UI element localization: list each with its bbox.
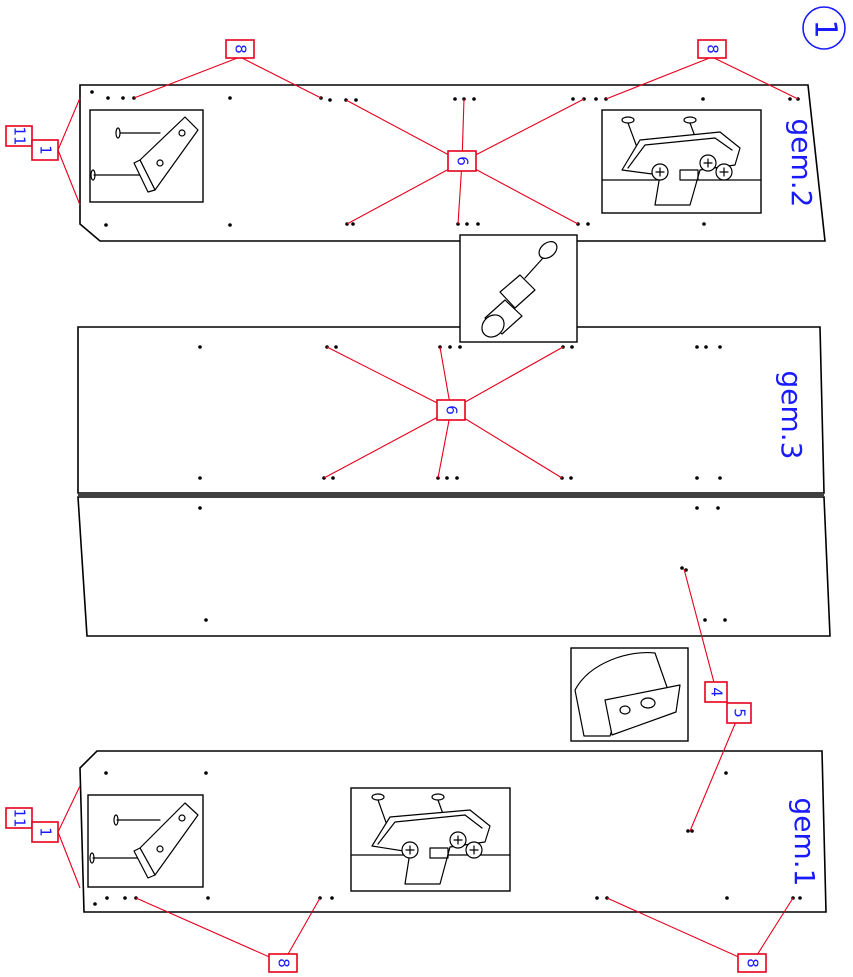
svg-text:11: 11 — [11, 126, 29, 145]
svg-text:11: 11 — [11, 808, 29, 827]
svg-text:6: 6 — [454, 156, 472, 166]
callout-part-8: 8 — [225, 39, 255, 59]
step-indicator: 1 — [802, 6, 846, 50]
svg-text:8: 8 — [704, 44, 722, 54]
callout-part-11: 11 — [5, 125, 33, 147]
callout-part-8: 8 — [697, 39, 727, 59]
callout-part-5: 5 — [726, 702, 752, 724]
step-number: 1 — [808, 19, 843, 38]
panel-label: gem.2 — [785, 119, 818, 208]
callout-part-1: 1 — [31, 139, 59, 161]
shelf-support-clip-icon — [601, 109, 762, 214]
nail-and-bracket-icon — [89, 109, 204, 203]
nail-and-bracket-icon — [87, 794, 204, 888]
corner-bracket-cup-icon — [570, 647, 689, 742]
panel-outline-lower — [77, 496, 831, 637]
svg-text:4: 4 — [708, 687, 726, 697]
panel-label: gem.3 — [775, 371, 808, 460]
shelf-support-clip-icon — [350, 787, 511, 892]
callout-part-6: 6 — [436, 399, 466, 421]
svg-text:6: 6 — [443, 405, 461, 415]
svg-text:5: 5 — [731, 708, 749, 718]
panel-label: gem.1 — [788, 798, 821, 887]
svg-text:1: 1 — [37, 145, 55, 155]
svg-text:1: 1 — [37, 827, 55, 837]
callout-part-6: 6 — [447, 150, 477, 172]
svg-text:8: 8 — [744, 958, 762, 968]
callout-part-4: 4 — [704, 681, 728, 703]
callout-part-8: 8 — [737, 953, 767, 973]
wooden-dowel-icon — [459, 234, 578, 343]
leader-lines — [57, 56, 799, 964]
callout-part-1: 1 — [31, 821, 59, 843]
hole-group — [93, 771, 802, 906]
panel-gem-3: gem.3 — [77, 326, 831, 637]
callout-part-8: 8 — [268, 953, 298, 973]
callout-part-11: 11 — [5, 807, 33, 829]
svg-text:8: 8 — [275, 958, 293, 968]
step-ring — [802, 6, 846, 50]
svg-text:8: 8 — [232, 44, 250, 54]
